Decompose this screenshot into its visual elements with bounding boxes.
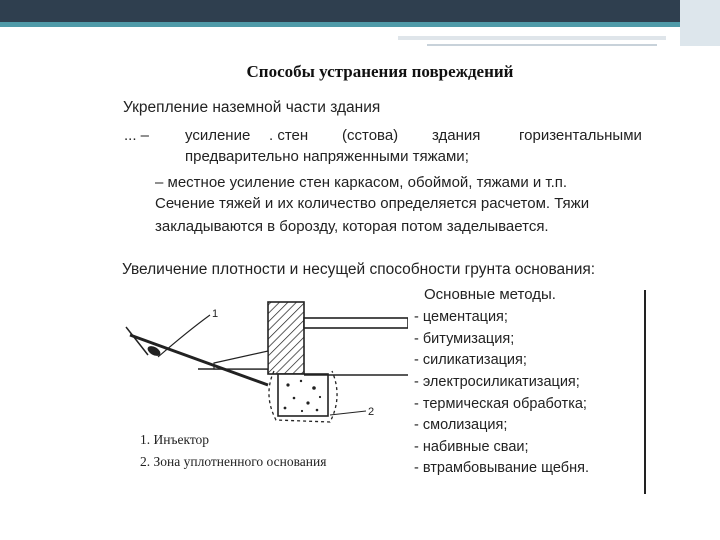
top-bar [0,0,720,22]
method-item: - втрамбовывание щебня. [414,460,589,476]
method-item: - битумизация; [414,331,515,347]
text-line: закладываются в борозду, которая потом з… [155,218,549,235]
earth-wedge [213,350,269,370]
injector-handle [125,326,149,356]
top-accent-bar [0,22,720,27]
word: . стен [269,127,309,144]
method-item: - термическая обработка; [414,396,587,412]
legend-item: 2. Зона уплотненного основания [140,454,327,469]
word: здания [432,127,481,144]
figure-label-2: 2 [368,406,374,418]
method-item: - набивные сваи; [414,439,529,455]
leader-line-1 [157,314,211,358]
floor-slab [303,317,408,329]
word: усиление [185,127,251,144]
text-line: предварительно напряженными тяжами; [185,148,469,165]
method-item: - цементация; [414,309,508,325]
slide-title: Способы устранения повреждений [246,62,514,81]
method-item: - смолизация; [414,417,508,433]
legend-item: 1. Инъектор [140,432,210,447]
methods-heading: Основные методы. [424,286,556,303]
word: (сстова) [342,127,399,144]
text-line: Сечение тяжей и их количество определяет… [155,195,590,212]
foundation-block [277,373,329,417]
foundation-aggregate [283,379,322,413]
injector-nozzle [147,346,161,356]
method-item: - электросиликатизация; [414,374,580,390]
decorative-rule [427,44,657,46]
list-marker: ... – [124,127,150,144]
wall-section [267,301,305,375]
figure-label-1: 1 [212,308,218,320]
scan-edge-line [644,290,646,494]
text-line: – местное усиление стен каркасом, обоймо… [155,174,568,191]
leader-line-2 [329,410,367,416]
decorative-rule [398,36,666,40]
top-corner-block [680,0,720,46]
section-heading: Увеличение плотности и несущей способнос… [122,261,596,278]
compacted-zone [268,370,338,423]
word: горизентальными [519,127,642,144]
foundation-figure: 1 2 [125,301,408,423]
section-heading: Укрепление наземной части здания [123,99,381,116]
injector-pipe [129,333,269,387]
method-item: - силикатизация; [414,352,527,368]
